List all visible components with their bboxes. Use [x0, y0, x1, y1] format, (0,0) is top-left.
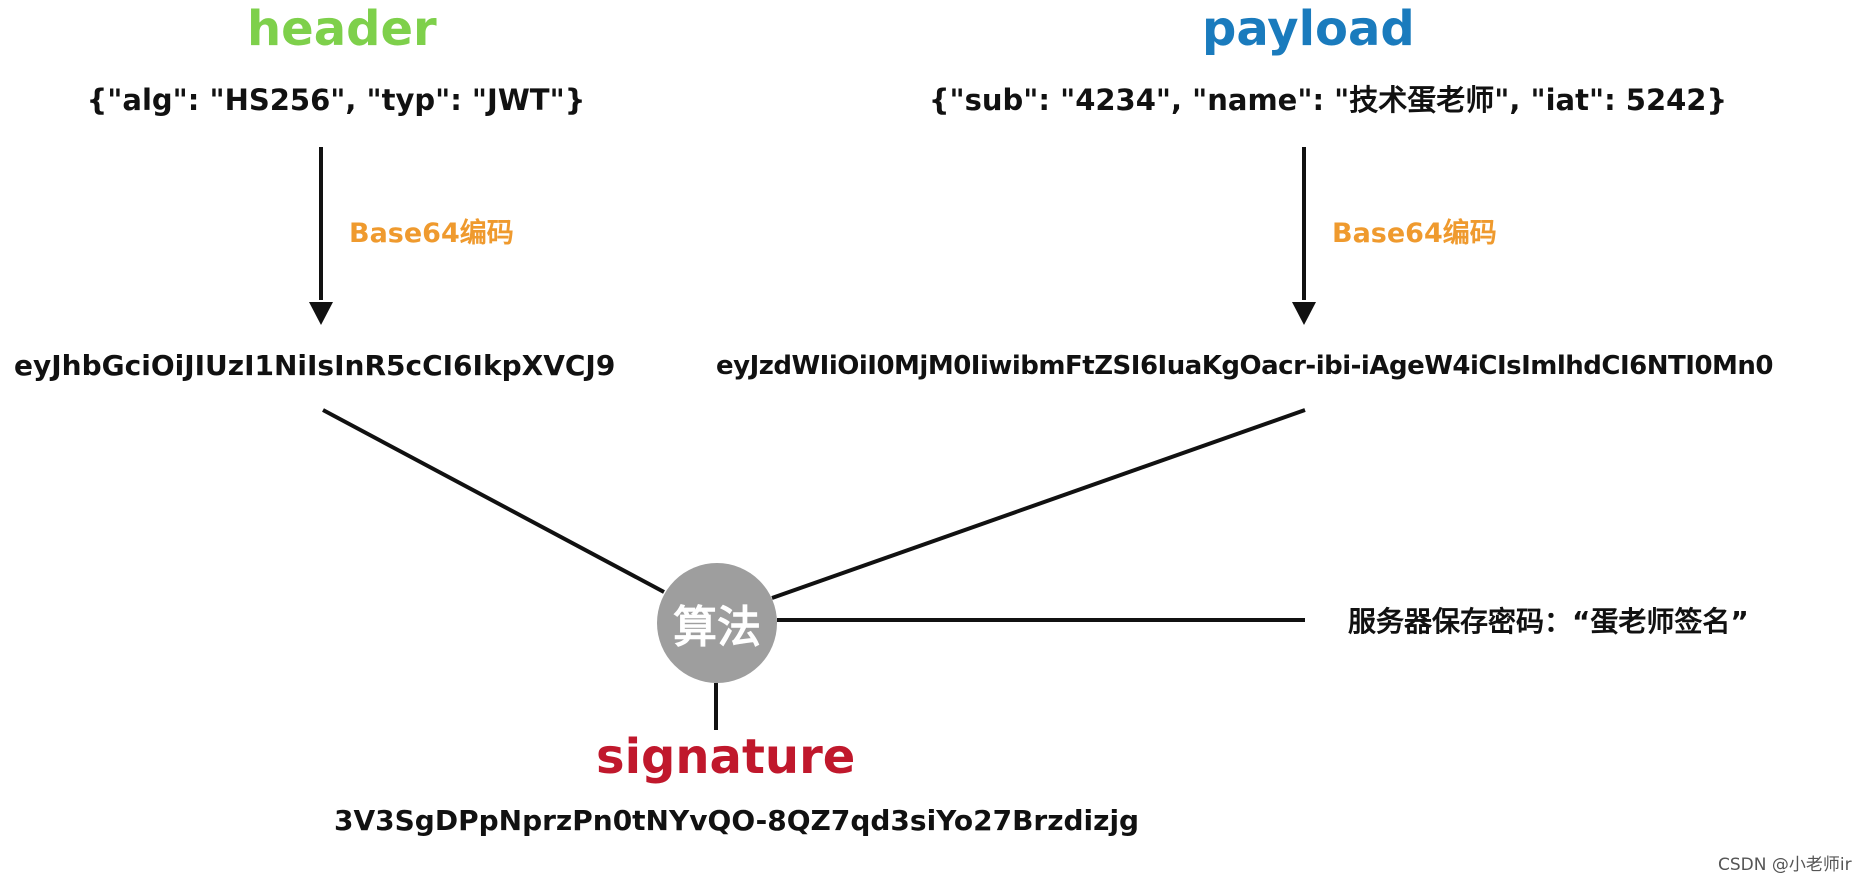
signature-title: signature: [596, 729, 856, 785]
payload-arrow-head: [1292, 302, 1316, 325]
signature-value: 3V3SgDPpNprzPn0tNYvQO-8QZ7qd3siYo27Brzdi…: [334, 804, 1140, 837]
server-secret-label: 服务器保存密码：“蛋老师签名”: [1348, 605, 1749, 638]
payload-encoded-token: eyJzdWIiOiI0MjM0IiwibmFtZSI6IuaKgOacr-ib…: [716, 351, 1774, 381]
header-title: header: [247, 1, 437, 57]
header-json: {"alg": "HS256", "typ": "JWT"}: [86, 83, 586, 117]
header-arrow-head: [309, 302, 333, 325]
header-encoded-token: eyJhbGciOiJIUzI1NiIsInR5cCI6IkpXVCJ9: [14, 349, 616, 382]
payload-to-algorithm-line: [771, 408, 1306, 600]
payload-title: payload: [1202, 1, 1415, 57]
payload-encode-label: Base64编码: [1332, 218, 1497, 249]
header-to-algorithm-line: [322, 408, 665, 594]
algorithm-node: 算法: [657, 563, 777, 683]
header-encode-label: Base64编码: [349, 218, 514, 249]
csdn-watermark: CSDN @小老师ir: [1718, 855, 1852, 875]
payload-json: {"sub": "4234", "name": "技术蛋老师", "iat": …: [928, 83, 1728, 117]
algorithm-label: 算法: [673, 602, 761, 653]
